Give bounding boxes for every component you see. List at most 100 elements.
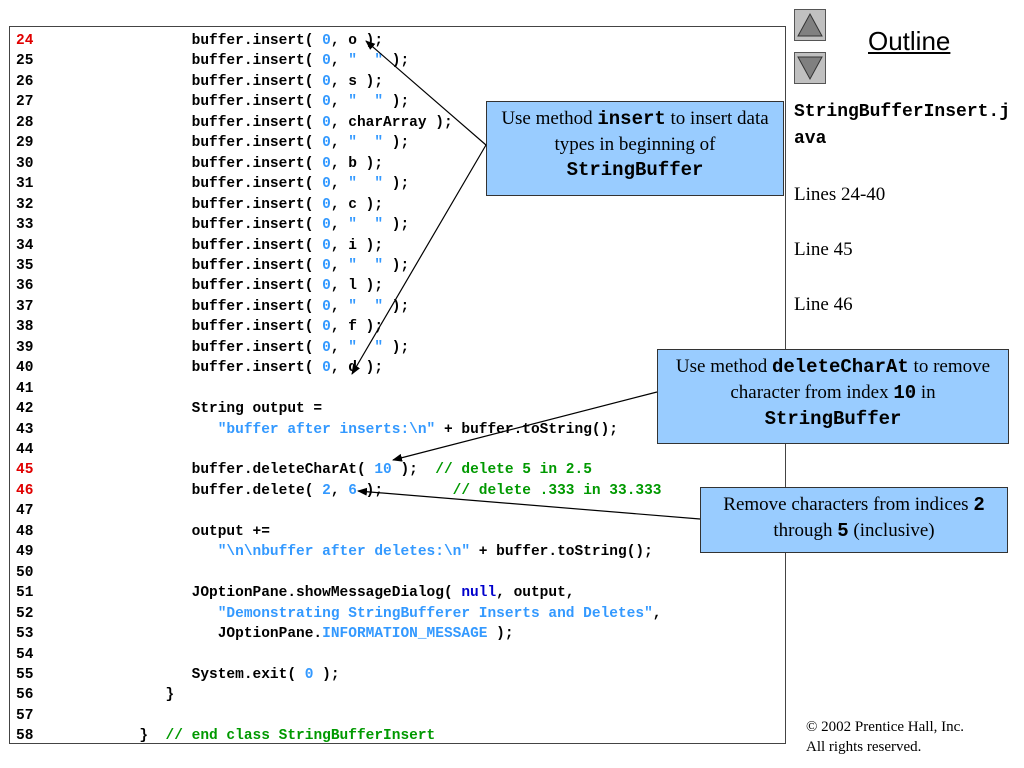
code-token: buffer.insert( [122, 155, 323, 172]
code-token: , [330, 257, 349, 274]
line-number: 32 [16, 196, 34, 213]
code-token: ); [383, 94, 410, 111]
code-token: ); [356, 482, 453, 499]
code-token: 0 [322, 155, 331, 172]
code-line: 51 JOptionPane.showMessageDialog( null, … [10, 583, 575, 603]
code-token: , i ); [330, 237, 384, 254]
code-line: 50 [10, 563, 122, 583]
code-line: 58 } // end class StringBufferInsert [10, 726, 435, 744]
side-ref-lines-24-40: Lines 24-40 [794, 184, 886, 205]
code-line: 56 } [10, 685, 174, 705]
code-token: buffer.insert( [122, 360, 323, 377]
line-number: 45 [16, 462, 34, 479]
callout-code: insert [597, 108, 666, 130]
code-line: 25 buffer.insert( 0, " " ); [10, 51, 409, 71]
line-number: 38 [16, 319, 34, 336]
code-token: , b ); [330, 155, 384, 172]
code-line: 45 buffer.deleteCharAt( 10 ); // delete … [10, 460, 592, 480]
code-token: buffer.insert( [122, 94, 323, 111]
code-line: 42 String output = [10, 399, 322, 419]
code-token: + buffer.toString(); [470, 544, 653, 561]
code-token: , l ); [330, 278, 384, 295]
code-token: , [330, 339, 349, 356]
side-ref-line-45: Line 45 [794, 239, 853, 260]
code-token: ); [383, 135, 410, 152]
code-token: , output, [496, 585, 575, 602]
line-number: 58 [16, 728, 34, 744]
code-token: buffer.delete( [122, 482, 323, 499]
line-number: 46 [16, 482, 34, 499]
callout-text: Remove characters from indices [723, 494, 974, 515]
line-number: 55 [16, 666, 34, 683]
line-number: 26 [16, 73, 34, 90]
code-token: , charArray ); [330, 114, 453, 131]
code-token: buffer.insert( [122, 278, 323, 295]
code-token: 0 [322, 53, 331, 70]
code-token: JOptionPane. [122, 626, 323, 643]
code-token: 6 [348, 482, 357, 499]
code-token: " " [348, 339, 384, 356]
code-token: System.exit( [122, 666, 305, 683]
code-line: 30 buffer.insert( 0, b ); [10, 154, 383, 174]
outline-link[interactable]: Outline [868, 26, 951, 56]
code-line: 49 "\n\nbuffer after deletes:\n" + buffe… [10, 542, 653, 562]
code-line: 29 buffer.insert( 0, " " ); [10, 133, 409, 153]
callout-text: through [773, 520, 838, 541]
callout-code: 2 [973, 494, 985, 516]
code-line: 53 JOptionPane.INFORMATION_MESSAGE ); [10, 624, 514, 644]
code-token: " " [348, 217, 384, 234]
code-token: buffer.insert( [122, 319, 323, 336]
code-token: buffer.insert( [122, 298, 323, 315]
callout-text: Use method [675, 356, 772, 377]
callout-text: (inclusive) [848, 520, 935, 541]
copyright-line: All rights reserved. [806, 739, 922, 755]
line-number: 53 [16, 626, 34, 643]
callout-delete: Remove characters from indices 2 through… [700, 487, 1008, 553]
line-number: 39 [16, 339, 34, 356]
code-line: 41 [10, 379, 122, 399]
code-token: " " [348, 298, 384, 315]
code-line: 34 buffer.insert( 0, i ); [10, 236, 383, 256]
code-token: + buffer.toString(); [435, 421, 618, 438]
code-token: , [330, 176, 349, 193]
line-number: 24 [16, 33, 34, 49]
code-token: buffer.insert( [122, 73, 323, 90]
code-token: " " [348, 176, 384, 193]
code-line: 36 buffer.insert( 0, l ); [10, 276, 383, 296]
code-token: ); [383, 53, 410, 70]
code-token: , d ); [330, 360, 384, 377]
code-line: 47 [10, 501, 122, 521]
code-token: 0 [322, 339, 331, 356]
callout-code: deleteCharAt [771, 356, 909, 378]
code-token: buffer.insert( [122, 257, 323, 274]
previous-slide-button[interactable] [794, 9, 826, 41]
code-token: // delete .333 in 33.333 [452, 482, 662, 499]
code-token: buffer.deleteCharAt( [122, 462, 375, 479]
code-token: ); [487, 626, 514, 643]
next-slide-button[interactable] [794, 52, 826, 84]
code-token: , [330, 298, 349, 315]
code-token: buffer.insert( [122, 196, 323, 213]
code-token: " " [348, 135, 384, 152]
code-token: ); [383, 339, 410, 356]
callout-code: 5 [837, 520, 849, 542]
code-token: "buffer after inserts:\n" [217, 421, 436, 438]
code-token: 2 [322, 482, 331, 499]
code-token: " " [348, 257, 384, 274]
code-token: 0 [322, 319, 331, 336]
code-token: 0 [322, 33, 331, 49]
code-line: 52 "Demonstrating StringBufferer Inserts… [10, 604, 662, 624]
line-number: 44 [16, 442, 34, 458]
line-number: 51 [16, 585, 34, 602]
code-token: , [330, 53, 349, 70]
code-line: 39 buffer.insert( 0, " " ); [10, 338, 409, 358]
code-token [122, 544, 218, 560]
line-number: 49 [16, 544, 34, 561]
callout-text: to insert data types in beginning of [554, 108, 769, 155]
code-token: } [122, 728, 166, 744]
line-number: 30 [16, 155, 34, 172]
line-number: 29 [16, 135, 34, 152]
code-token: 0 [322, 217, 331, 234]
line-number: 35 [16, 257, 34, 274]
code-token: , [330, 94, 349, 111]
